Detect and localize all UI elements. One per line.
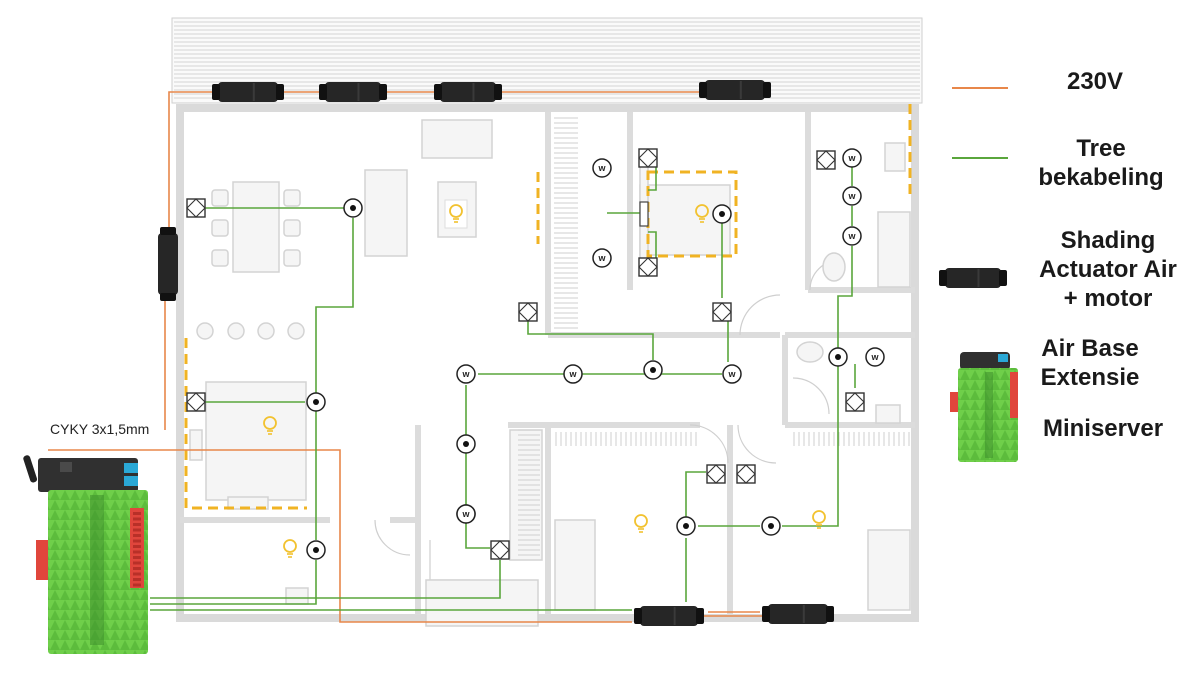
cable-spec-label: CYKY 3x1,5mm [50, 421, 150, 437]
shading-actuator-icon [634, 606, 704, 626]
touch-switch-icon: w [842, 148, 862, 168]
motion-sensor-icon [712, 204, 732, 224]
lighting-zones [184, 104, 912, 510]
light-bulb-icon [695, 204, 709, 223]
wall-switch-icon [490, 540, 510, 560]
miniserver-device [23, 455, 148, 654]
svg-text:w: w [568, 369, 577, 379]
wall-switch-icon [712, 302, 732, 322]
motion-sensor-icon [306, 540, 326, 560]
touch-switch-icon: w [842, 186, 862, 206]
shading-actuator-icon [319, 82, 387, 102]
light-bulbs [263, 199, 826, 558]
legend-tree-line2: bekabeling [1038, 164, 1164, 191]
light-bulb-icon [812, 510, 826, 529]
motion-sensor-icon [343, 198, 363, 218]
svg-text:w: w [847, 231, 856, 241]
motion-sensor-icon [306, 392, 326, 412]
legend-miniserver-label: Miniserver [1042, 415, 1164, 442]
shading-actuator-icon [158, 227, 178, 301]
wall-switch-icon [638, 257, 658, 277]
window-bar [639, 201, 649, 227]
touch-switch-icon: w [456, 364, 476, 384]
touch-switch-icon: w [842, 226, 862, 246]
motion-sensor-icon [828, 347, 848, 367]
light-bulb-icon [283, 539, 297, 558]
legend-shading-label: Shading Actuator Air + motor [1026, 226, 1190, 313]
svg-text:w: w [461, 369, 470, 379]
svg-text:w: w [597, 163, 606, 173]
wall-switch-icon [816, 150, 836, 170]
wall-switch-icon [638, 148, 658, 168]
motion-sensor-icon [676, 516, 696, 536]
svg-text:w: w [847, 191, 856, 201]
legend-tree-label: Tree bekabeling [1016, 134, 1186, 192]
touch-switch-icon: w [865, 347, 885, 367]
svg-text:w: w [461, 509, 470, 519]
wall-switch-icon [706, 464, 726, 484]
interior-walls [180, 112, 915, 615]
outer-walls [176, 104, 919, 622]
wall-switch-icon [736, 464, 756, 484]
shading-actuator-icon [212, 82, 284, 102]
wall-switch-icon [186, 198, 206, 218]
svg-text:w: w [727, 369, 736, 379]
motion-sensor-icon [643, 360, 663, 380]
wall-switch-icon [186, 392, 206, 412]
legend-shading-line3: + motor [1063, 285, 1153, 312]
motion-sensor-icon [456, 434, 476, 454]
wall-switches [186, 148, 865, 560]
light-bulb-icon [263, 416, 277, 435]
shading-actuator-icon [762, 604, 834, 624]
legend-airbase-label: Air Base Extensie [1030, 334, 1150, 392]
touch-switch-icon: w [722, 364, 742, 384]
touch-switch-icon: w [592, 158, 612, 178]
shading-actuator-icon [699, 80, 771, 100]
legend-shading-line1: Shading [1060, 227, 1156, 254]
air-base-extension-icon [950, 352, 1018, 462]
wardrobe-hatching [518, 117, 910, 556]
motion-sensor-icon [761, 516, 781, 536]
legend-shading-line2: Actuator Air [1039, 256, 1177, 283]
svg-text:w: w [847, 153, 856, 163]
balcony [171, 17, 923, 104]
light-bulb-icon [634, 514, 648, 533]
touch-switch-icon: w [456, 504, 476, 524]
legend-airbase-line2: Extensie [1040, 364, 1140, 391]
legend-tree-line1: Tree [1076, 135, 1126, 162]
tree-cabling [150, 165, 856, 611]
legend-230v-label: 230V [1066, 68, 1124, 95]
light-bulb-icon [444, 199, 468, 229]
legend-swatches [952, 87, 1008, 159]
shading-actuators [158, 80, 1007, 626]
touch-switch-icon: w [592, 248, 612, 268]
wall-switch-icon [518, 302, 538, 322]
touch-switches: w w w w w w w w w w [456, 148, 885, 524]
shading-actuator-icon [434, 82, 502, 102]
shading-actuator-icon [939, 268, 1007, 288]
wall-switch-icon [845, 392, 865, 412]
svg-text:w: w [597, 253, 606, 263]
svg-text:w: w [870, 352, 879, 362]
touch-switch-icon: w [563, 364, 583, 384]
legend-airbase-line1: Air Base [1041, 335, 1139, 362]
